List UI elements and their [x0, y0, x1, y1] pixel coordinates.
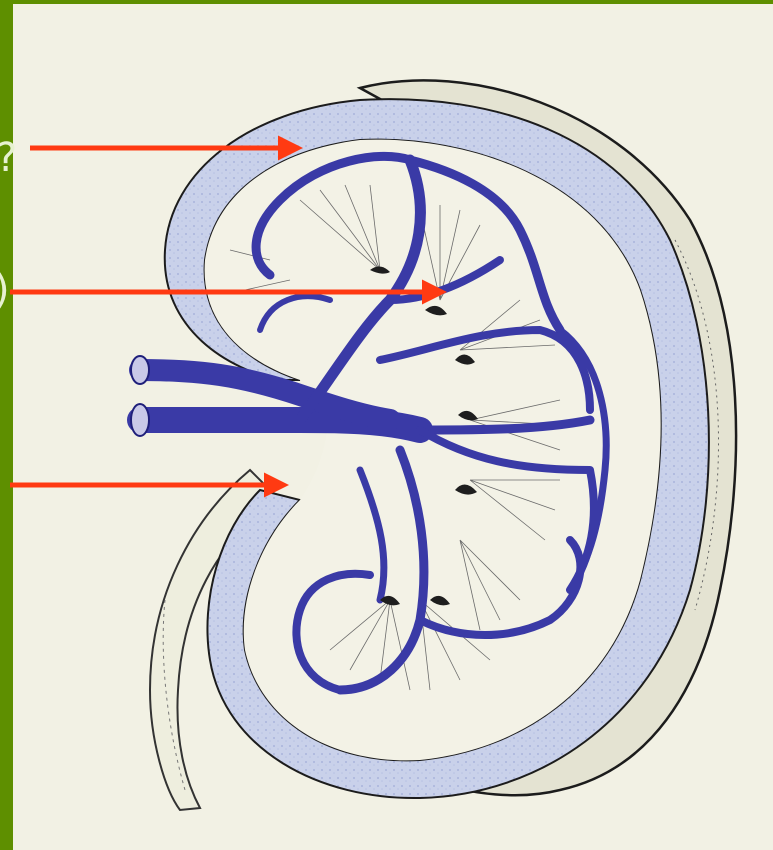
renal-medulla	[205, 140, 661, 761]
renal-vessel-ends	[131, 356, 149, 436]
